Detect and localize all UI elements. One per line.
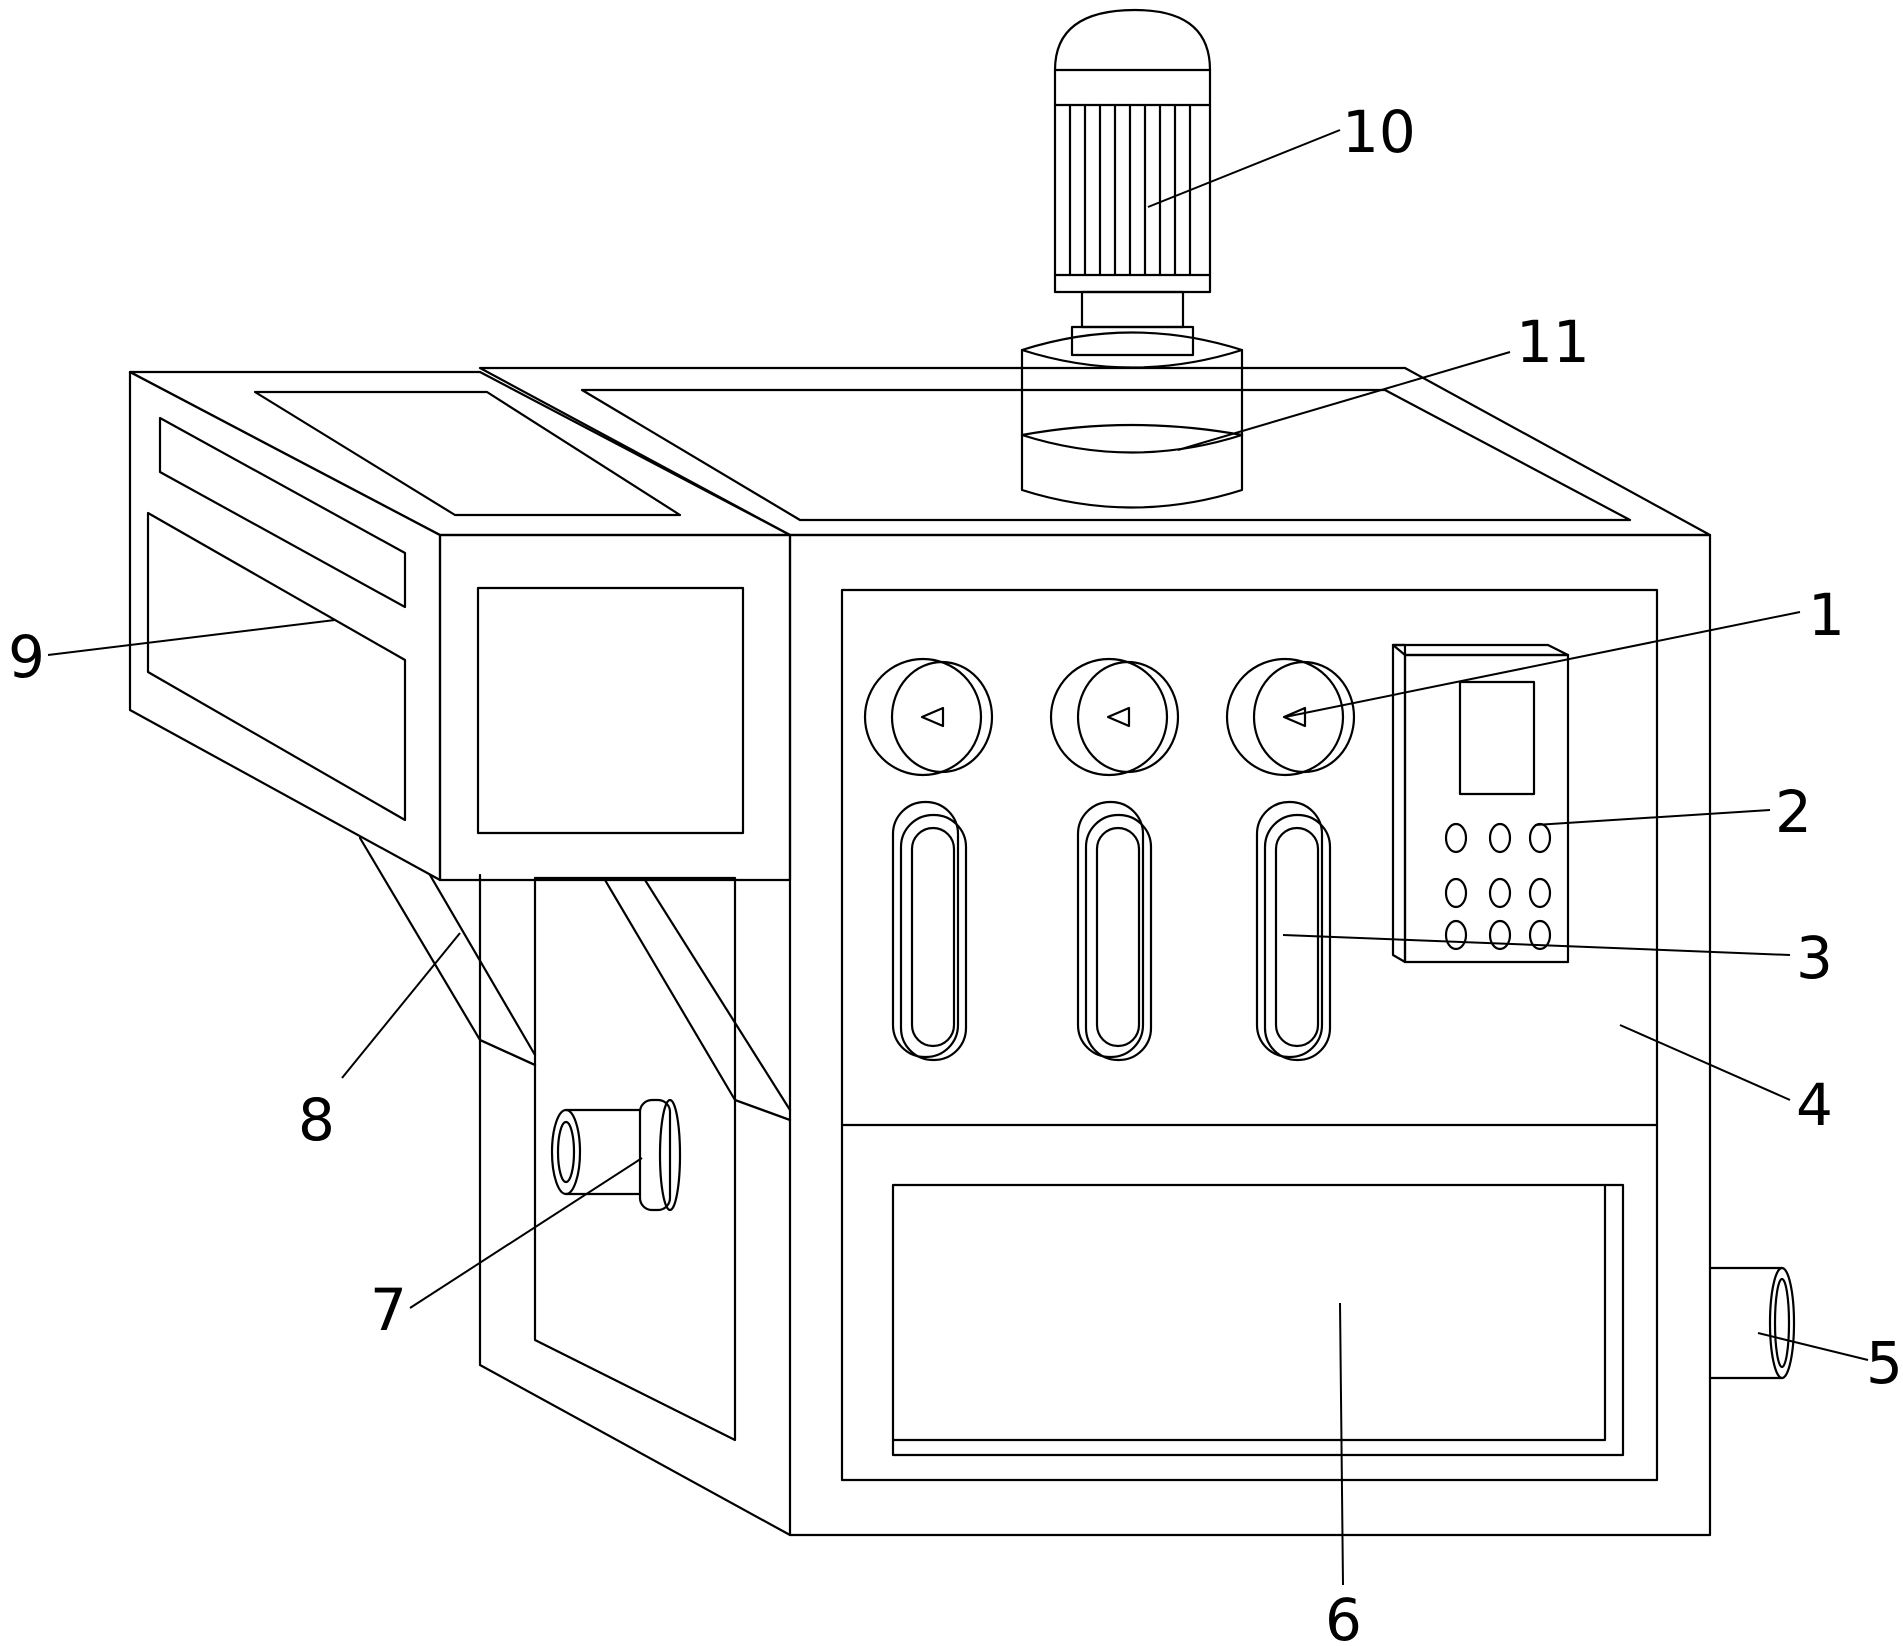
inlet-pipe	[550, 1098, 682, 1212]
outlet-pipe	[1708, 1266, 1796, 1380]
leader-11	[1177, 351, 1511, 451]
pressure-gauge	[863, 657, 994, 777]
main-body	[478, 366, 1712, 1537]
cabinet-top-panel	[253, 390, 682, 517]
left-face-panel	[533, 876, 737, 1442]
front-panel-frame	[840, 588, 1659, 1482]
cabinet-side-strip	[158, 416, 407, 609]
label-7: 7	[370, 1276, 407, 1344]
leader-8	[341, 932, 461, 1079]
label-2: 2	[1775, 778, 1812, 846]
leader-10	[1147, 129, 1341, 208]
cabinet-front-window	[476, 586, 745, 835]
control-display	[1458, 680, 1536, 796]
support-brace	[358, 836, 537, 1067]
side-cabinet	[128, 370, 792, 882]
leader-9	[47, 619, 336, 656]
sight-window	[1076, 800, 1153, 1062]
leader-5	[1757, 1332, 1869, 1361]
pressure-gauge	[1225, 657, 1356, 777]
front-control-panel	[863, 643, 1570, 1062]
label-3: 3	[1796, 924, 1833, 992]
top-face	[478, 366, 1712, 537]
label-1: 1	[1808, 581, 1845, 649]
label-9: 9	[8, 623, 45, 691]
label-5: 5	[1866, 1329, 1903, 1397]
pressure-gauge	[1049, 657, 1180, 777]
sight-window	[891, 800, 968, 1062]
label-10: 10	[1342, 98, 1416, 166]
control-buttons	[1444, 822, 1552, 951]
lower-access-door	[891, 1183, 1625, 1457]
motor	[1053, 8, 1212, 357]
leader-2	[1534, 809, 1771, 826]
control-box	[1391, 643, 1570, 964]
leader-6	[1339, 1302, 1344, 1586]
label-4: 4	[1796, 1071, 1833, 1139]
label-11: 11	[1516, 308, 1590, 376]
front-face	[788, 533, 1712, 1537]
top-panel	[580, 388, 1632, 522]
leader-4	[1619, 1024, 1791, 1101]
left-face	[478, 873, 792, 1537]
motor-fins	[1068, 103, 1192, 277]
label-8: 8	[298, 1086, 335, 1154]
leader-7	[409, 1157, 643, 1309]
leader-3	[1282, 934, 1791, 956]
callout-numbers: 1 2 3 4 5 6 7 8 9 10 11	[8, 98, 1903, 1647]
label-6: 6	[1325, 1586, 1362, 1647]
support-brace	[603, 878, 792, 1122]
leader-lines	[47, 129, 1869, 1586]
cabinet-side-panel	[146, 511, 407, 822]
leader-1	[1284, 611, 1801, 718]
sight-window	[1255, 800, 1332, 1062]
cabinet-front	[438, 533, 792, 882]
motor-coupling-housing	[1020, 331, 1244, 509]
